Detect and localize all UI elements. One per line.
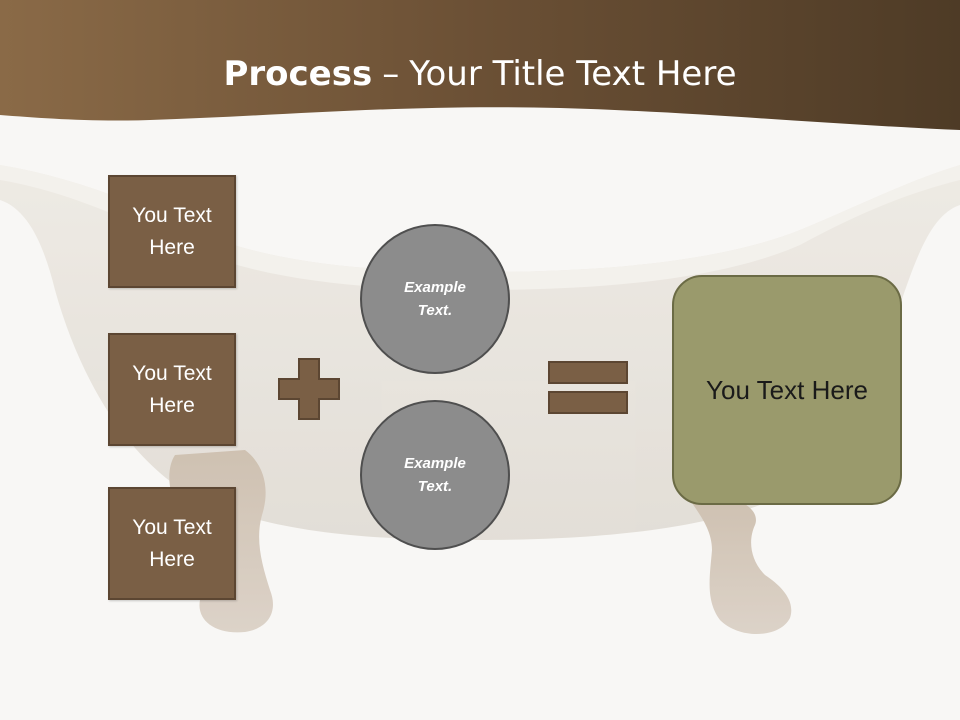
example-circle-2-label: Example Text. (404, 455, 466, 495)
plus-icon (278, 358, 340, 420)
input-box-3: You Text Here (108, 487, 236, 600)
result-box: You Text Here (672, 275, 902, 505)
input-box-1: You Text Here (108, 175, 236, 288)
example-circle-1-label: Example Text. (404, 279, 466, 319)
title-bold: Process (223, 54, 373, 94)
input-box-3-label: You Text Here (132, 515, 212, 571)
input-box-2-label: You Text Here (132, 361, 212, 417)
header-band (0, 0, 960, 130)
input-box-2: You Text Here (108, 333, 236, 446)
example-circle-1: Example Text. (360, 224, 510, 374)
result-box-label: You Text Here (706, 375, 868, 405)
slide-title: Process–Your Title Text Here (0, 52, 960, 96)
equals-icon (548, 361, 628, 414)
title-dash: – (382, 54, 400, 94)
input-box-1-label: You Text Here (132, 203, 212, 259)
example-circle-2: Example Text. (360, 400, 510, 550)
title-rest: Your Title Text Here (409, 54, 737, 94)
